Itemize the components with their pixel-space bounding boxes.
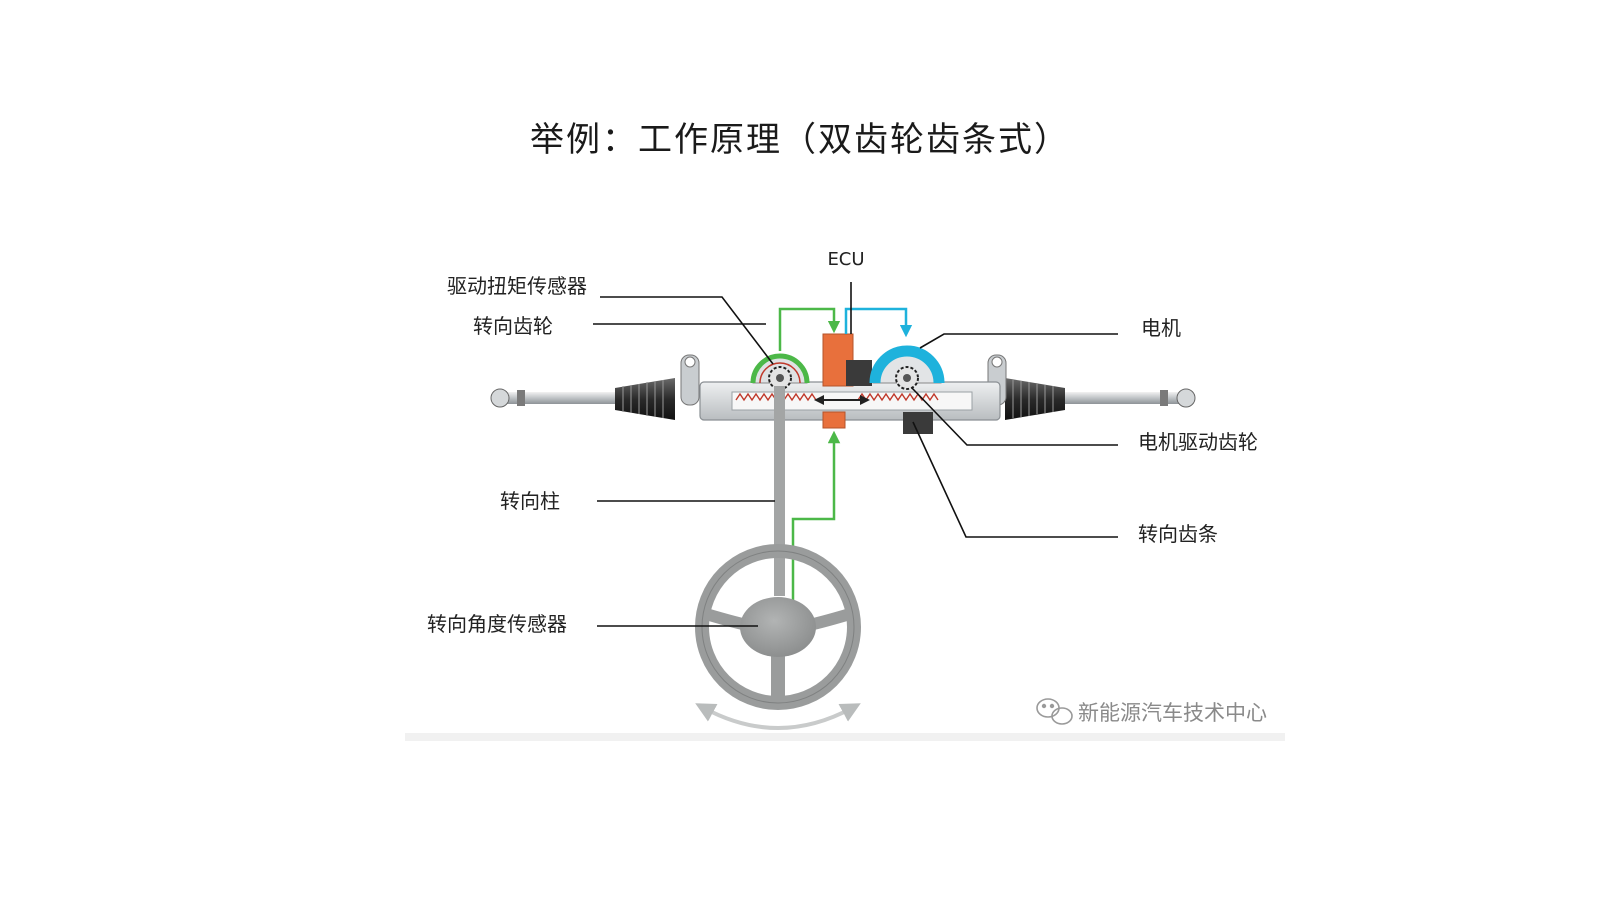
left-mount-bracket (680, 354, 700, 406)
steering-wheel (695, 544, 861, 710)
floor-shadow (405, 733, 1285, 741)
steering-pinion-gear (768, 366, 792, 390)
right-tie-rod (1060, 388, 1196, 408)
motor-command-line (844, 307, 913, 338)
leader-steering-rack (912, 421, 1118, 538)
ecu-unit (822, 333, 933, 434)
motor-drive-pinion-gear (895, 366, 919, 390)
steering-column (774, 386, 785, 596)
label-steering-angle-sensor: 转向角度传感器 (427, 612, 567, 636)
rotation-arrow (695, 703, 861, 730)
leader-drive-torque-sensor (600, 296, 774, 365)
label-steering-rack: 转向齿条 (1138, 522, 1218, 546)
leader-motor (919, 333, 1118, 349)
label-motor-drive-pinion: 电机驱动齿轮 (1138, 430, 1258, 454)
left-tie-rod (490, 388, 625, 408)
angle-signal-line (791, 430, 841, 602)
steering-wheel-hub (740, 597, 816, 657)
label-ecu: ECU (827, 249, 864, 270)
label-drive-torque-sensor: 驱动扭矩传感器 (447, 274, 587, 298)
label-motor: 电机 (1141, 316, 1181, 340)
wechat-icon (1036, 698, 1073, 725)
label-steering-column: 转向柱 (500, 489, 560, 513)
watermark-text: 新能源汽车技术中心 (1078, 701, 1267, 725)
left-bellows-boot (615, 378, 675, 420)
torque-signal-line (778, 307, 841, 351)
page-title: 举例：工作原理（双齿轮齿条式） (530, 120, 1070, 160)
right-bellows-boot (1005, 378, 1065, 420)
label-steering-pinion: 转向齿轮 (473, 314, 553, 338)
rack-motion-arrow (814, 395, 870, 405)
leader-motor-drive-pinion (911, 387, 1118, 446)
